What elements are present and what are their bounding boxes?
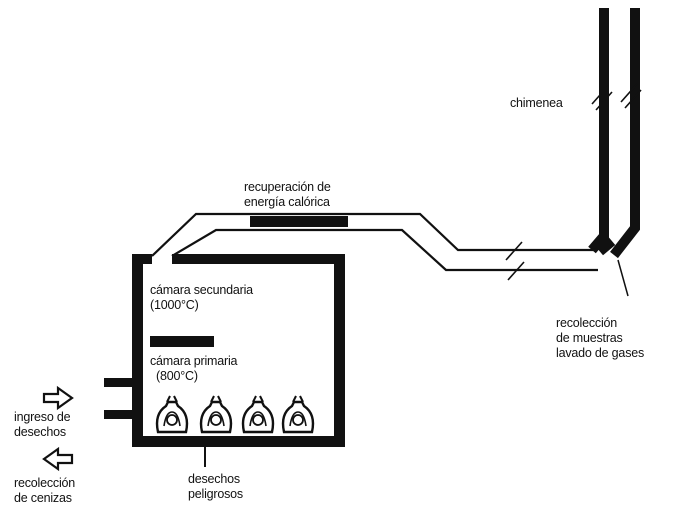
ash-outlet-leader (204, 447, 206, 467)
waste-input-line-1: ingreso de (14, 410, 71, 424)
flue-duct-upper (151, 212, 596, 257)
ash-collection-line-2: de cenizas (14, 491, 72, 505)
feed-port-lower (104, 410, 142, 419)
incinerator-right-wall (334, 254, 345, 447)
hazardous-waste-line-1: desechos (188, 472, 240, 486)
sampling-line-2: de muestras (556, 331, 623, 345)
incinerator-left-wall (132, 254, 143, 447)
incinerator-top-wall-right (172, 254, 345, 264)
secondary-chamber-label: cámara secundaria (1000°C) (150, 283, 253, 313)
secondary-chamber-name: cámara secundaria (150, 283, 253, 297)
duct-break-mark (505, 241, 523, 261)
incinerator-bottom-wall (132, 436, 345, 447)
ash-collection-line-1: recolección (14, 476, 76, 490)
chimney (588, 8, 642, 297)
biohazard-bag-icon (199, 395, 233, 434)
chimney-label-text: chimenea (510, 96, 563, 110)
primary-chamber-temp: (800°C) (156, 369, 198, 383)
incinerator-top-wall-left (132, 254, 152, 264)
sampling-leader-line (617, 259, 629, 297)
ash-collection-label: recolección de cenizas (14, 476, 75, 506)
ash-output-arrow-icon (42, 446, 74, 472)
chimney-left-wall (588, 8, 609, 254)
biohazard-bag-icon (241, 395, 275, 434)
biohazard-bag-icon (155, 395, 189, 434)
waste-input-line-2: desechos (14, 425, 66, 439)
heat-recovery-line-2: energía calórica (244, 195, 330, 209)
heat-recovery-label: recuperación de energía calórica (244, 180, 331, 210)
sampling-line-3: lavado de gases (556, 346, 645, 360)
duct-break-mark (507, 261, 525, 281)
heat-exchanger-bar (250, 216, 348, 227)
waste-input-arrow-icon (42, 385, 74, 411)
secondary-chamber-temp: (1000°C) (150, 298, 199, 312)
chimney-break-mark (591, 85, 609, 105)
chimney-label: chimenea (510, 96, 563, 111)
chimney-right-wall (610, 8, 640, 259)
sampling-label: recolección de muestras lavado de gases (556, 316, 644, 361)
hazardous-waste-label: desechos peligrosos (188, 472, 243, 502)
incinerator (104, 254, 345, 467)
waste-input-label: ingreso de desechos (14, 410, 71, 440)
chimney-break-mark (624, 89, 642, 109)
chimney-break-mark (595, 91, 613, 111)
chamber-divider (150, 336, 214, 347)
flue-duct-lower (171, 228, 598, 272)
waste-bags (155, 395, 315, 434)
hazardous-waste-line-2: peligrosos (188, 487, 243, 501)
feed-port-upper (104, 378, 142, 387)
biohazard-bag-icon (281, 395, 315, 434)
gas-scrubber-block (592, 232, 616, 256)
primary-chamber-name: cámara primaria (150, 354, 238, 368)
primary-chamber-label: cámara primaria (800°C) (150, 354, 238, 384)
flue-duct (151, 212, 598, 281)
sampling-line-1: recolección (556, 316, 618, 330)
heat-recovery-line-1: recuperación de (244, 180, 331, 194)
chimney-break-mark (620, 83, 638, 103)
